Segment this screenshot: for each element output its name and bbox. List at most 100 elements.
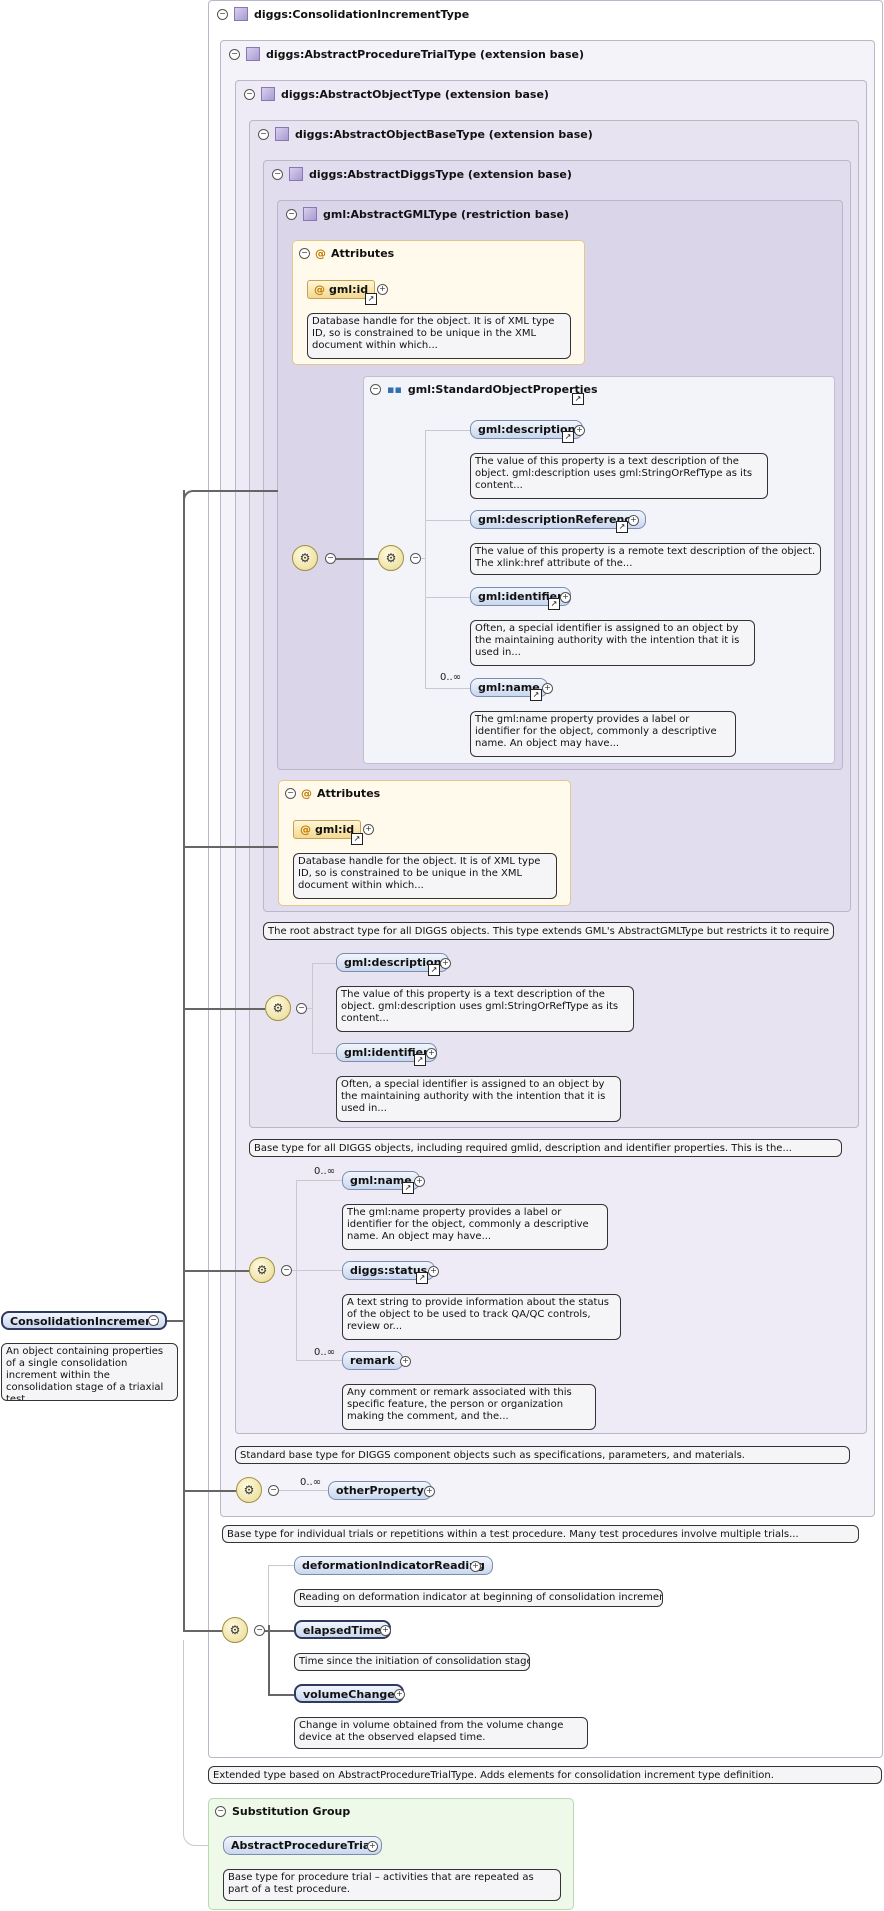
abstract-procedure-trial-element[interactable]: AbstractProcedureTrial	[223, 1836, 383, 1855]
branch-line	[302, 1008, 312, 1009]
collapse-icon[interactable]: −	[268, 1485, 279, 1496]
reference-arrow-icon: ↗	[572, 393, 584, 405]
substitution-connector	[183, 1640, 223, 1846]
object-base-type-doc: Base type for all DIGGS objects, includi…	[249, 1139, 842, 1157]
collapse-icon[interactable]: −	[325, 553, 336, 564]
cardinality-label: 0..∞	[300, 1477, 322, 1488]
gml-description-element[interactable]: gml:description	[336, 953, 450, 972]
expand-icon[interactable]: +	[394, 1689, 405, 1700]
attributes-panel: − @ Attributes @gml:id ↗ + Database hand…	[292, 240, 585, 365]
complex-type-icon	[261, 87, 275, 101]
trunk-curve	[183, 490, 195, 502]
expand-icon[interactable]: +	[628, 515, 639, 526]
collapse-icon[interactable]: −	[254, 1625, 265, 1636]
expand-icon[interactable]: +	[414, 1176, 425, 1187]
branch-line	[279, 1490, 334, 1491]
collapse-icon[interactable]: −	[299, 248, 310, 259]
branch-line	[425, 688, 470, 689]
collapse-icon[interactable]: −	[370, 384, 381, 395]
attribute-icon: @	[314, 283, 325, 296]
reference-arrow-icon: ↗	[428, 964, 440, 976]
expand-icon[interactable]: +	[426, 1048, 437, 1059]
expand-icon[interactable]: +	[400, 1356, 411, 1367]
sequence-icon[interactable]: ⚙	[292, 545, 318, 571]
object-type-doc: Standard base type for DIGGS component o…	[235, 1446, 850, 1464]
expand-icon[interactable]: +	[440, 958, 451, 969]
deformation-indicator-reading-doc: Reading on deformation indicator at begi…	[294, 1589, 663, 1607]
elapsed-time-element[interactable]: elapsedTime	[294, 1620, 391, 1639]
gml-identifier-doc: Often, a special identifier is assigned …	[470, 620, 755, 666]
expand-icon[interactable]: +	[377, 284, 388, 295]
collapse-icon[interactable]: −	[296, 1003, 307, 1014]
remark-element[interactable]: remark	[342, 1351, 403, 1370]
expand-icon[interactable]: +	[470, 1561, 481, 1572]
collapse-icon[interactable]: −	[215, 1806, 226, 1817]
volume-change-element[interactable]: volumeChange	[294, 1684, 404, 1703]
reference-arrow-icon: ↗	[351, 833, 363, 845]
collapse-icon[interactable]: −	[286, 208, 297, 220]
collapse-icon[interactable]: −	[258, 128, 269, 140]
type-header: − gml:AbstractGMLType (restriction base)	[286, 207, 569, 221]
consolidation-type-doc: Extended type based on AbstractProcedure…	[208, 1766, 882, 1784]
diggs-type-doc: The root abstract type for all DIGGS obj…	[263, 922, 834, 940]
collapse-icon[interactable]: −	[217, 8, 228, 20]
expand-icon[interactable]: +	[367, 1841, 378, 1852]
branch-line	[296, 1360, 342, 1361]
consolidation-increment-root-element[interactable]: ConsolidationIncrement	[1, 1311, 168, 1330]
gml-identifier-element[interactable]: gml:identifier	[336, 1043, 437, 1062]
collapse-icon[interactable]: −	[272, 168, 283, 180]
trunk-line	[183, 490, 185, 1632]
connector-line	[183, 1490, 236, 1492]
expand-icon[interactable]: +	[424, 1486, 435, 1497]
gml-name-doc: The gml:name property provides a label o…	[470, 711, 736, 757]
procedure-trial-type-doc: Base type for individual trials or repet…	[222, 1525, 859, 1543]
branch-line	[425, 430, 470, 431]
expand-icon[interactable]: +	[542, 683, 553, 694]
sequence-icon[interactable]: ⚙	[249, 1257, 275, 1283]
collapse-icon[interactable]: −	[229, 48, 240, 60]
reference-arrow-icon: ↗	[414, 1054, 426, 1066]
attributes-title: − @ Attributes	[299, 247, 394, 260]
collapse-icon[interactable]: −	[285, 788, 296, 799]
reference-arrow-icon: ↗	[616, 521, 628, 533]
sequence-icon[interactable]: ⚙	[236, 1477, 262, 1503]
complex-type-icon	[246, 47, 260, 61]
collapse-icon[interactable]: −	[148, 1315, 159, 1326]
collapse-icon[interactable]: −	[244, 88, 255, 100]
collapse-icon[interactable]: −	[410, 553, 421, 564]
gml-id-attribute[interactable]: @gml:id	[293, 820, 362, 839]
collapse-icon[interactable]: −	[281, 1265, 292, 1276]
group-header: − ▪▪ gml:StandardObjectProperties	[370, 383, 598, 396]
branch-line	[268, 1565, 294, 1566]
reference-arrow-icon: ↗	[365, 293, 377, 305]
type-header: − diggs:ConsolidationIncrementType	[217, 7, 469, 21]
complex-type-icon	[234, 7, 248, 21]
gml-name-element[interactable]: gml:name	[342, 1171, 420, 1190]
sequence-icon[interactable]: ⚙	[222, 1617, 248, 1643]
sequence-icon[interactable]: ⚙	[265, 995, 291, 1021]
gml-identifier-element[interactable]: gml:identifier	[470, 587, 571, 606]
branch-line	[268, 1565, 269, 1625]
diggs-status-element[interactable]: diggs:status	[342, 1261, 436, 1280]
reference-arrow-icon: ↗	[548, 598, 560, 610]
type-header: − diggs:AbstractDiggsType (extension bas…	[272, 167, 572, 181]
reference-arrow-icon: ↗	[530, 689, 542, 701]
gml-description-element[interactable]: gml:description	[470, 420, 584, 439]
expand-icon[interactable]: +	[428, 1266, 439, 1277]
deformation-indicator-reading-element[interactable]: deformationIndicatorReading	[294, 1556, 493, 1575]
group-icon: ▪▪	[387, 383, 402, 396]
substitution-element-doc: Base type for procedure trial – activiti…	[223, 1869, 561, 1901]
gml-identifier-doc: Often, a special identifier is assigned …	[336, 1076, 621, 1122]
expand-icon[interactable]: +	[560, 592, 571, 603]
expand-icon[interactable]: +	[574, 425, 585, 436]
cardinality-label: 0..∞	[314, 1166, 336, 1177]
gml-description-reference-element[interactable]: gml:descriptionReference	[470, 510, 647, 529]
branch-line	[425, 520, 470, 521]
connector-line	[268, 1625, 270, 1695]
expand-icon[interactable]: +	[380, 1625, 391, 1636]
gml-id-attribute[interactable]: @gml:id	[307, 280, 376, 299]
expand-icon[interactable]: +	[363, 824, 374, 835]
sequence-icon[interactable]: ⚙	[378, 545, 404, 571]
other-property-element[interactable]: otherProperty	[328, 1481, 432, 1500]
substitution-group-header: − Substitution Group	[215, 1805, 350, 1818]
